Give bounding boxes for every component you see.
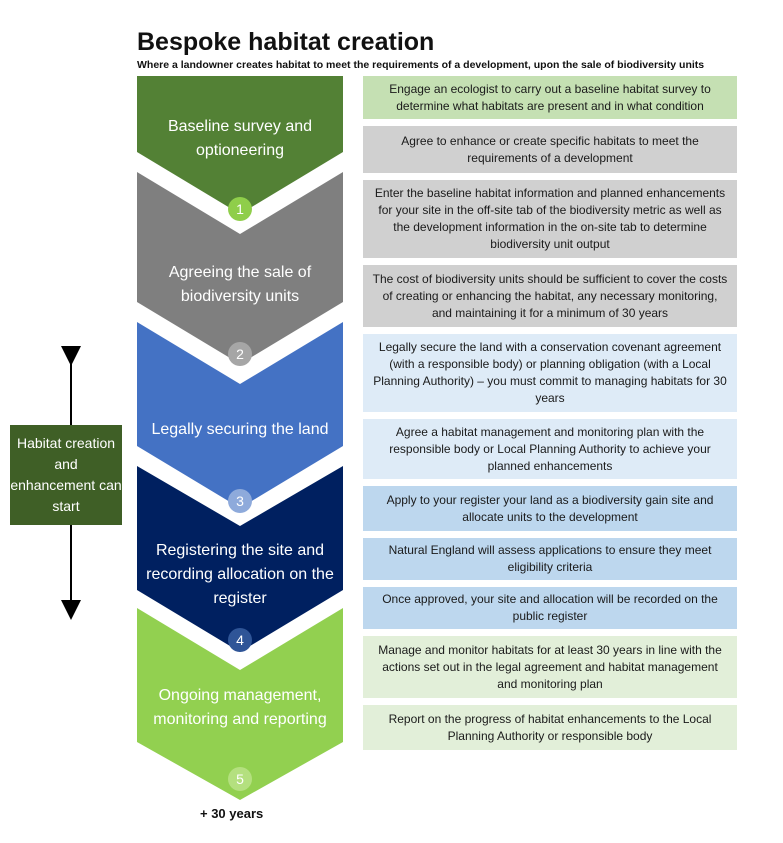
step-box: Manage and monitor habitats for at least…: [363, 636, 737, 698]
stage-2-chevron: [137, 172, 343, 364]
stage-5-chevron: [137, 608, 343, 800]
stage-5-label: Ongoing management, monitoring and repor…: [153, 687, 327, 728]
duration-label: + 30 years: [200, 806, 264, 821]
step-number-4: 4: [228, 628, 252, 652]
stage-4-label: Registering the site and recording alloc…: [146, 542, 334, 607]
stage-1-chevron: [137, 76, 343, 214]
step-number-5: 5: [228, 767, 252, 791]
step-box: Report on the progress of habitat enhanc…: [363, 705, 737, 750]
step-box: Agree a habitat management and monitorin…: [363, 419, 737, 479]
stage-4-chevron: [137, 466, 343, 652]
step-box: The cost of biodiversity units should be…: [363, 265, 737, 327]
page-title: Bespoke habitat creation: [137, 28, 435, 56]
step-box: Legally secure the land with a conservat…: [363, 334, 737, 412]
stage-3-chevron: [137, 322, 343, 508]
step-box: Agree to enhance or create specific habi…: [363, 126, 737, 173]
step-number-1: 1: [228, 197, 252, 221]
stage-1-label: Baseline survey and optioneering: [167, 118, 313, 159]
stage-3-label: Legally securing the land: [151, 421, 329, 438]
step-box: Apply to your register your land as a bi…: [363, 486, 737, 531]
stage-2-label: Agreeing the sale of biodiversity units: [168, 264, 312, 305]
page-subtitle: Where a landowner creates habitat to mee…: [137, 59, 705, 71]
step-number-3: 3: [228, 489, 252, 513]
step-box: Enter the baseline habitat information a…: [363, 180, 737, 258]
step-box: Once approved, your site and allocation …: [363, 587, 737, 629]
habitat-start-note: Habitat creation and enhancement can sta…: [10, 425, 122, 525]
step-box: Natural England will assess applications…: [363, 538, 737, 580]
step-number-2: 2: [228, 342, 252, 366]
step-box: Engage an ecologist to carry out a basel…: [363, 76, 737, 119]
